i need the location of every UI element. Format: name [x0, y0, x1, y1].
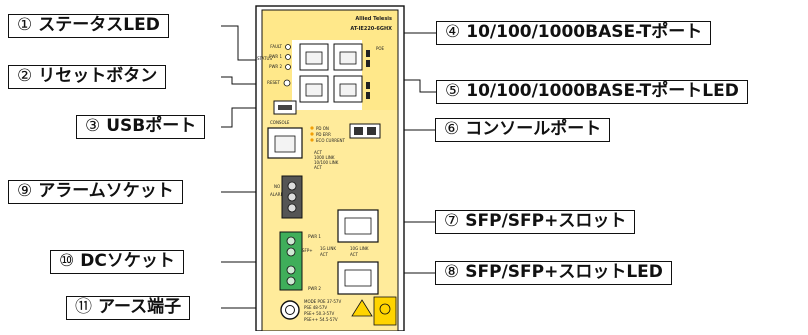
- callout-text: アラームソケット: [38, 181, 174, 201]
- svg-text:ACT: ACT: [320, 252, 328, 257]
- callout-text: DCソケット: [80, 251, 175, 271]
- svg-text:PSE+ 50.3-57V: PSE+ 50.3-57V: [304, 311, 335, 316]
- rj45-ports: [299, 43, 363, 103]
- status-leds: FAULT STATUS PWR 1 PWR 2 RESET: [257, 44, 291, 87]
- callout-text: コンソールポート: [465, 119, 602, 139]
- svg-text:PD ON: PD ON: [316, 126, 329, 131]
- sfp-slot-6: [337, 261, 379, 295]
- svg-text:MODE POE 37-57V: MODE POE 37-57V: [304, 299, 341, 304]
- reset-button-icon: [283, 79, 291, 87]
- leader-2: [221, 76, 272, 85]
- svg-text:PSE++ 54.5-57V: PSE++ 54.5-57V: [304, 317, 338, 322]
- console-leds: PD ON PD ERR ECO CURRENT: [310, 126, 346, 143]
- port-leds: POE: [366, 46, 385, 99]
- svg-text:PSE 48-57V: PSE 48-57V: [304, 305, 327, 310]
- power-spec: MODE POE 37-57V PSE 48-57V PSE+ 50.3-57V…: [304, 299, 341, 322]
- callout-text: 10/100/1000BASE-Tポート: [466, 22, 703, 42]
- svg-text:ACT: ACT: [314, 150, 322, 155]
- svg-text:ACT: ACT: [350, 252, 358, 257]
- callout-text: リセットボタン: [38, 66, 158, 86]
- callout-number: ④: [445, 22, 461, 42]
- sfp-slot-5: [337, 209, 379, 243]
- callout-number: ①: [17, 15, 33, 35]
- svg-text:1G LINK: 1G LINK: [320, 246, 336, 251]
- laser-warning-icon: [373, 296, 397, 326]
- svg-text:PWR 1: PWR 1: [308, 234, 321, 239]
- callout-number: ⑤: [445, 81, 461, 101]
- poe-label: POE: [376, 46, 385, 51]
- callout-number: ⑦: [444, 211, 460, 231]
- warning-triangle-icon: [351, 299, 373, 317]
- svg-text:10/100 LINK: 10/100 LINK: [314, 160, 339, 165]
- led-label-fault: FAULT: [270, 44, 282, 49]
- callout-text: USBポート: [106, 116, 197, 136]
- svg-text:10G LINK: 10G LINK: [350, 246, 369, 251]
- ground-terminal: [280, 300, 300, 320]
- pwr1-led: [285, 54, 291, 60]
- brand-text: Allied Telesis: [355, 16, 392, 22]
- callout-text: ステータスLED: [38, 15, 160, 35]
- small-connector: [349, 123, 381, 139]
- svg-text:NO: NO: [274, 184, 280, 189]
- callout-text: アース端子: [98, 297, 182, 317]
- callout-number: ⑨: [17, 181, 33, 201]
- leader-1: [221, 25, 272, 61]
- led-label-status: STATUS: [257, 56, 272, 61]
- svg-text:SFP+: SFP+: [302, 248, 313, 253]
- warning-labels: [351, 296, 397, 326]
- callout-text: 10/100/1000BASE-TポートLED: [466, 81, 739, 101]
- callout-number: ③: [85, 116, 101, 136]
- sfp-slots: [337, 209, 379, 295]
- dc-terminal-block: PWR 1 PWR 2: [279, 231, 321, 291]
- svg-text:ALARM: ALARM: [270, 192, 285, 197]
- console-label: CONSOLE: [270, 120, 290, 125]
- callout-number: ②: [17, 66, 33, 86]
- callout-number: ⑪: [75, 297, 92, 317]
- callout-text: SFP/SFP+スロットLED: [465, 262, 663, 282]
- usb-port: [273, 100, 297, 115]
- alarm-socket: NO ALARM: [270, 175, 303, 219]
- svg-text:ACT: ACT: [314, 165, 322, 170]
- model-text: AT-IE220-6GHX: [350, 26, 392, 32]
- svg-text:ECO CURRENT: ECO CURRENT: [316, 138, 346, 143]
- sfp-led-legend: SFP+ 1G LINK 10G LINK ACT ACT: [302, 246, 369, 257]
- svg-text:1000 LINK: 1000 LINK: [314, 155, 335, 160]
- reset-label: RESET: [267, 80, 280, 85]
- fault-led: [285, 44, 291, 50]
- svg-text:PWR 2: PWR 2: [308, 286, 321, 291]
- callout-number: ⑥: [444, 119, 460, 139]
- led-label-pwr2: PWR 2: [269, 64, 282, 69]
- led-label-pwr1: PWR 1: [269, 54, 282, 59]
- pwr2-led: [285, 64, 291, 70]
- leader-3: [221, 107, 276, 128]
- console-port: [267, 127, 303, 159]
- port-led-legend: ACT 1000 LINK 10/100 LINK ACT: [314, 150, 339, 170]
- callout-text: SFP/SFP+スロット: [465, 211, 627, 231]
- svg-text:PD ERR: PD ERR: [316, 132, 331, 137]
- callout-ground-terminal: ⑪ アース端子: [66, 296, 191, 320]
- callout-number: ⑩: [59, 251, 75, 271]
- callout-number: ⑧: [444, 262, 460, 282]
